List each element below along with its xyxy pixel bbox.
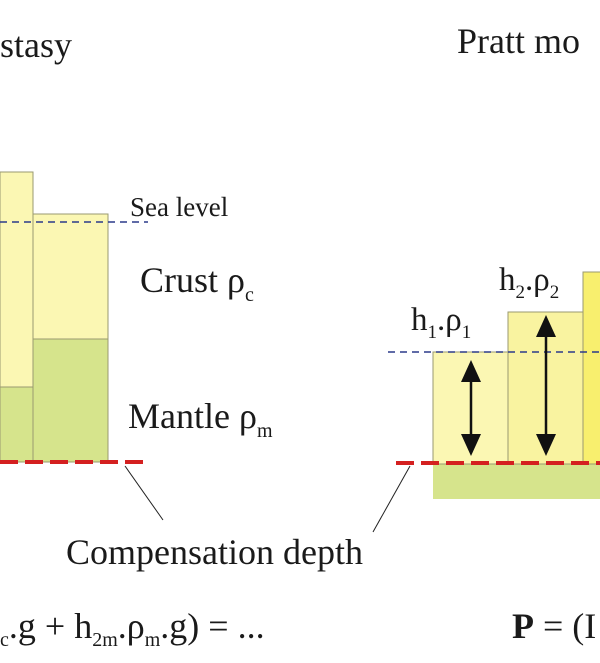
pratt-title-fragment: Pratt mo — [457, 21, 580, 61]
pratt-pointer-line — [372, 465, 411, 533]
sea-level-label: Sea level — [130, 192, 228, 222]
airy-pointer-line — [124, 465, 164, 521]
airy-short-mantle — [32, 338, 109, 463]
h1-arrow — [461, 360, 481, 456]
pratt-column-3 — [582, 271, 600, 465]
airy-short-crust — [32, 213, 109, 340]
pratt-mantle — [433, 464, 600, 499]
airy-tall-mantle — [0, 386, 34, 463]
h1-rho1-label: h1.ρ1 — [411, 302, 471, 343]
compensation-depth-label: Compensation depth — [66, 532, 363, 572]
airy-title-fragment: stasy — [0, 25, 72, 65]
airy-equation-fragment: c.g + h2m.ρm.g) = ... — [0, 606, 265, 651]
pratt-equation-fragment: P = (I — [512, 606, 596, 646]
h2-arrow — [536, 315, 556, 456]
h2-rho2-label: h2.ρ2 — [499, 262, 559, 303]
airy-tall-crust — [0, 171, 34, 388]
mantle-label: Mantle ρm — [128, 396, 273, 442]
crust-label: Crust ρc — [140, 260, 254, 306]
